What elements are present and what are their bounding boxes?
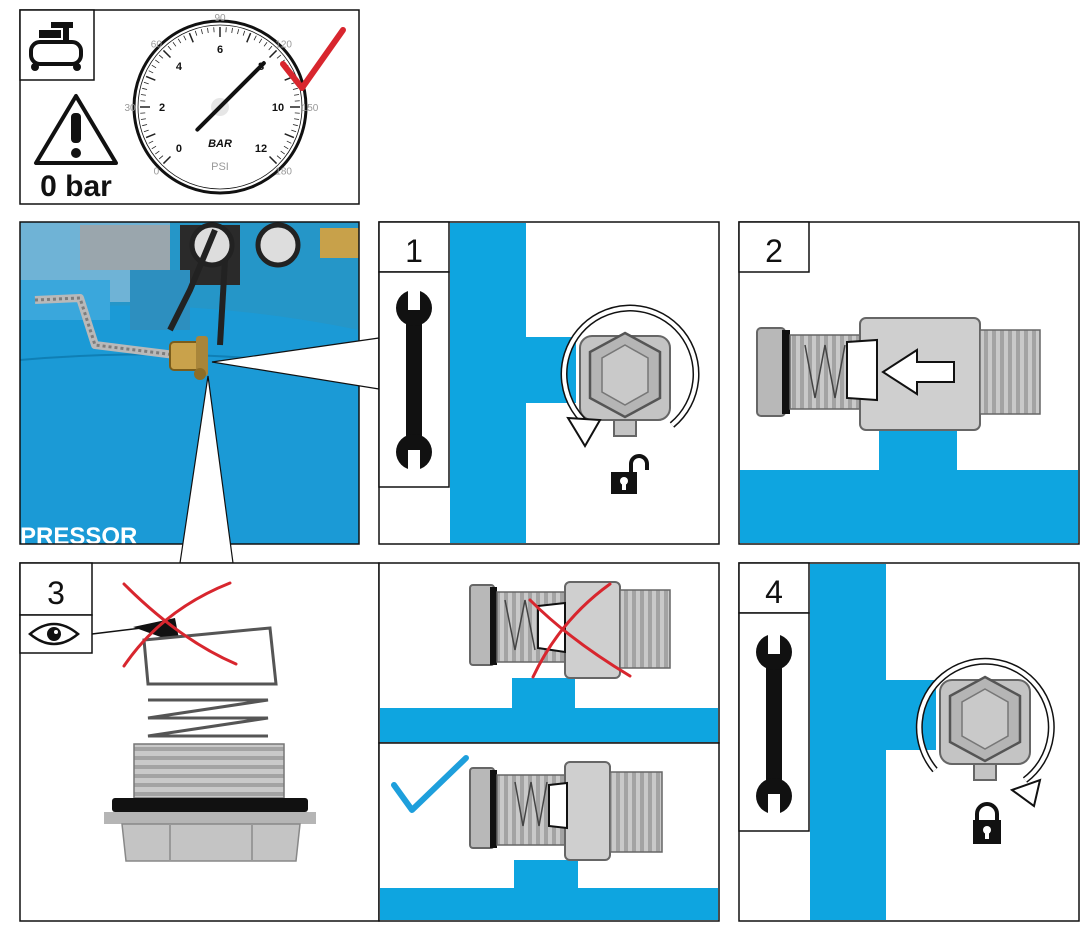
hex-nut [122,824,300,861]
step-1-number: 1 [405,233,423,269]
gauge-bar-tick-label: 4 [176,61,183,73]
step-2-panel: 2 [739,222,1079,544]
step-4-panel: 4 [739,563,1079,921]
gauge-bar-tick-label: 12 [255,143,267,155]
gauge-psi-tick-label: 150 [302,103,319,114]
gauge-unit-psi: PSI [211,161,229,173]
step-3-panel: 3 [20,563,379,921]
tank-lettering: PRESSOR [20,523,137,550]
correct-install-panel [379,743,719,921]
step-1-panel: 1 [379,222,719,544]
gauge-psi-tick-label: 120 [275,39,292,50]
gauge-bar-tick-label: 6 [217,44,223,56]
gauge-psi-tick-label: 180 [275,167,292,178]
pressure-gauge: 0246810120306090120150180 BAR PSI [124,13,318,193]
gauge-psi-tick-label: 30 [124,103,136,114]
safety-valve [940,677,1030,780]
step-2-number: 2 [765,233,783,269]
wrong-install-panel [379,563,719,743]
gauge-unit-bar: BAR [208,138,232,150]
valve-seal [847,340,877,400]
gauge-bar-tick-label: 2 [159,102,165,114]
step-4-number: 4 [765,574,783,610]
gauge-psi-tick-label: 60 [151,39,163,50]
gauge-psi-tick-label: 90 [214,13,226,24]
gauge-bar-tick-label: 10 [272,102,284,114]
info-panel: 0 bar 0246810120306090120150180 BAR PSI [20,10,359,204]
gauge-psi-tick-label: 0 [154,167,160,178]
gauge-bar-tick-label: 0 [176,143,182,155]
step-3-number: 3 [47,575,65,611]
pressure-label: 0 bar [40,170,112,203]
thread-body [134,744,284,798]
